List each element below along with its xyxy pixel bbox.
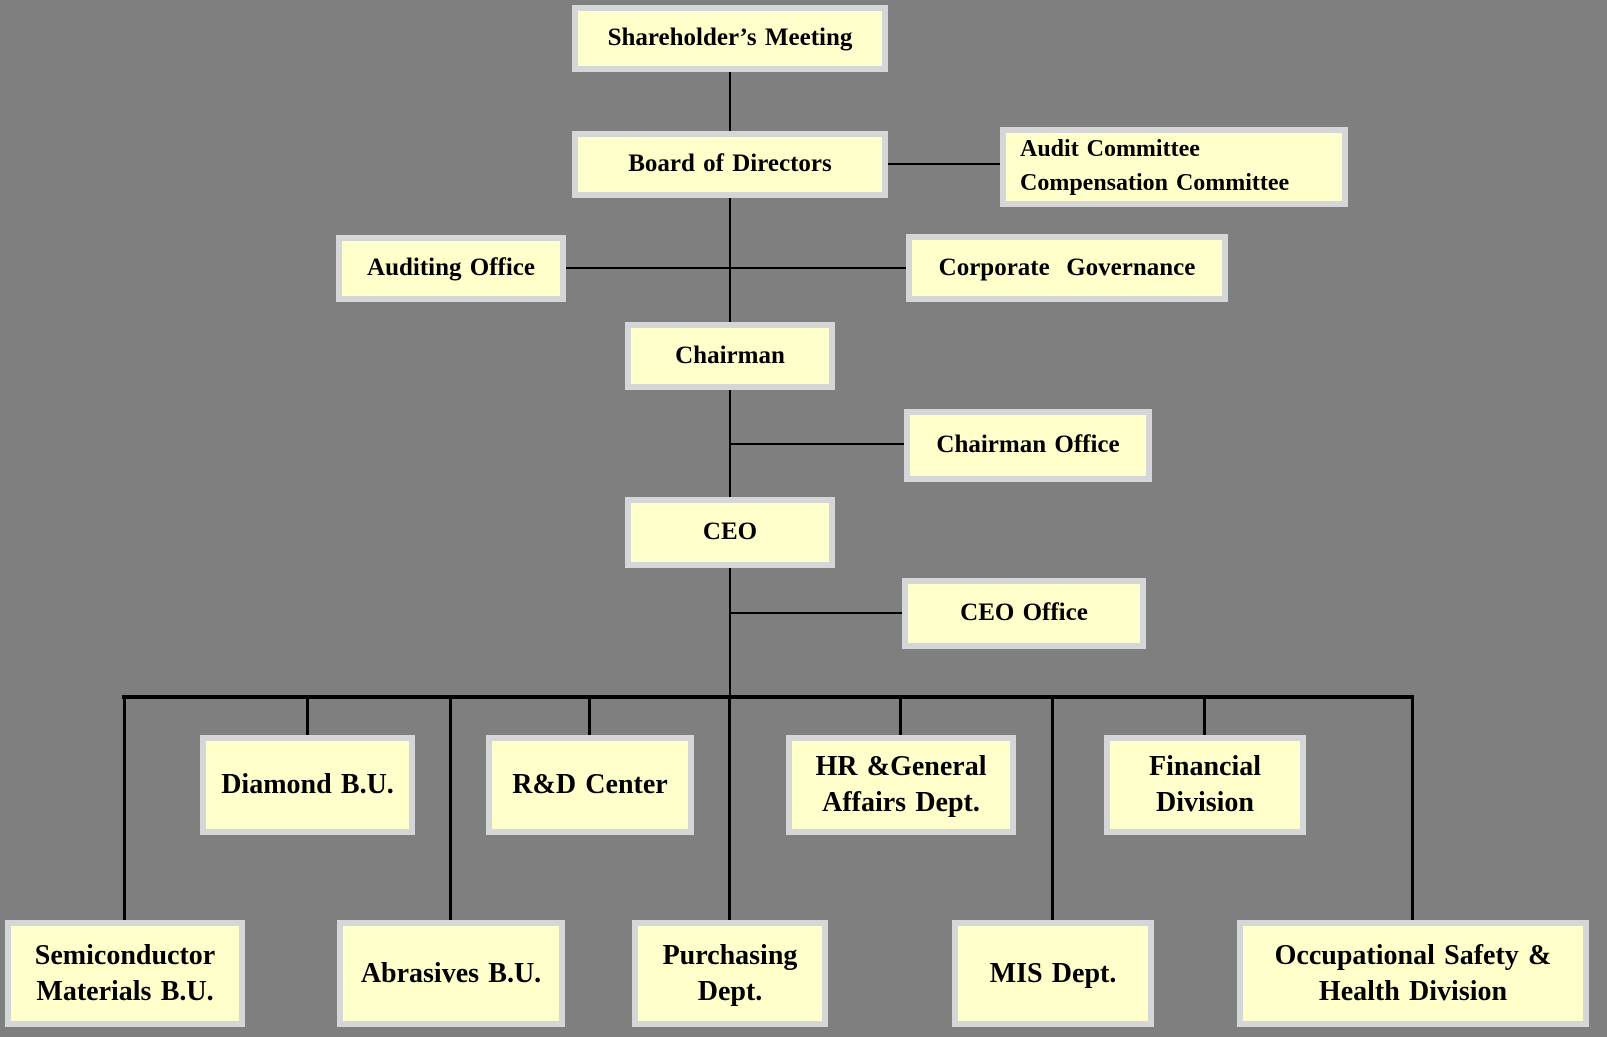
connector-ceo-to-ceo-office	[730, 612, 902, 614]
node-shareholders-meeting-label: Shareholder’s Meeting	[607, 24, 853, 52]
node-purchasing-dept-label: Purchasing Dept.	[662, 939, 798, 1007]
node-chairman-office-label: Chairman Office	[936, 431, 1120, 459]
node-occupational-safety: Occupational Safety & Health Division	[1237, 920, 1589, 1027]
node-auditing-office-label: Auditing Office	[367, 254, 535, 282]
node-hr-general-affairs-label: HR &General Affairs Dept.	[815, 751, 987, 818]
node-semiconductor-materials-bu: Semiconductor Materials B.U.	[5, 920, 245, 1027]
connector-departments-bar	[122, 695, 1414, 699]
node-diamond-bu: Diamond B.U.	[200, 735, 415, 835]
node-abrasives-bu-label: Abrasives B.U.	[360, 957, 542, 989]
connector-bar-to-hr	[899, 695, 902, 735]
node-mis-dept: MIS Dept.	[952, 920, 1154, 1027]
node-ceo-office-label: CEO Office	[960, 599, 1088, 627]
node-rd-center-label: R&D Center	[512, 769, 668, 801]
node-auditing-office: Auditing Office	[336, 235, 566, 302]
connector-bar-to-semiconductor	[123, 695, 126, 920]
node-abrasives-bu: Abrasives B.U.	[337, 920, 565, 1027]
connector-board-to-committees	[888, 163, 1000, 165]
connector-bar-to-diamond	[306, 695, 309, 735]
node-occupational-safety-label: Occupational Safety & Health Division	[1274, 939, 1552, 1007]
connector-bar-to-occupational	[1411, 695, 1414, 920]
node-committees: Audit Committee Compensation Committee	[1000, 127, 1348, 207]
node-financial-division: Financial Division	[1104, 735, 1306, 835]
connector-auditing-to-corporate-governance	[566, 267, 906, 269]
connector-board-to-chairman	[729, 198, 731, 322]
node-hr-general-affairs: HR &General Affairs Dept.	[786, 735, 1016, 835]
node-financial-division-label: Financial Division	[1148, 751, 1261, 818]
node-ceo-office: CEO Office	[902, 578, 1146, 649]
node-diamond-bu-label: Diamond B.U.	[221, 769, 394, 801]
connector-bar-to-mis	[1051, 695, 1054, 920]
node-corporate-governance-label: Corporate Governance	[938, 253, 1196, 281]
node-board-of-directors: Board of Directors	[572, 131, 888, 198]
node-board-of-directors-label: Board of Directors	[628, 150, 832, 178]
connector-bar-to-purchasing	[728, 695, 731, 920]
connector-bar-to-rd-center	[588, 695, 591, 735]
connector-chairman-to-chairman-office	[730, 443, 904, 445]
node-corporate-governance: Corporate Governance	[906, 234, 1228, 302]
node-semiconductor-materials-bu-label: Semiconductor Materials B.U.	[34, 939, 216, 1007]
node-ceo-label: CEO	[702, 518, 758, 546]
node-chairman-office: Chairman Office	[904, 409, 1152, 482]
node-chairman: Chairman	[625, 322, 835, 390]
connector-bar-to-abrasives	[449, 695, 452, 920]
node-committees-label: Audit Committee Compensation Committee	[1020, 136, 1290, 196]
node-rd-center: R&D Center	[486, 735, 694, 835]
node-chairman-label: Chairman	[675, 341, 785, 369]
node-mis-dept-label: MIS Dept.	[989, 957, 1117, 989]
node-ceo: CEO	[625, 497, 835, 568]
connector-shareholders-to-board	[729, 72, 731, 131]
connector-ceo-to-bar	[729, 568, 731, 697]
node-purchasing-dept: Purchasing Dept.	[632, 920, 828, 1027]
connector-bar-to-financial	[1203, 695, 1206, 735]
node-shareholders-meeting: Shareholder’s Meeting	[572, 5, 888, 72]
